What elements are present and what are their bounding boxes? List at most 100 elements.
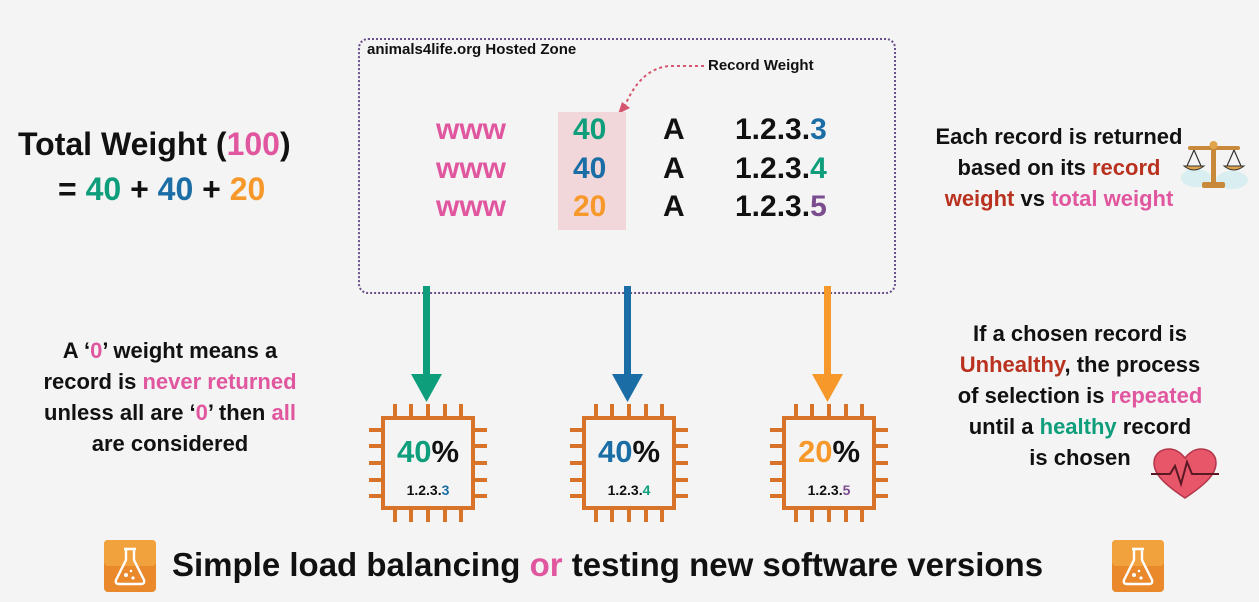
chip-ip-last: 4 — [642, 482, 651, 498]
beaker-icon — [104, 540, 156, 592]
text-span: total weight — [1051, 186, 1174, 211]
chip-percent-sign: % — [632, 434, 661, 469]
heart-monitor-icon — [1151, 448, 1219, 499]
text-span: ’ weight means a — [102, 338, 278, 363]
text-line: unless all are ‘0’ then all — [0, 397, 340, 428]
record-weight: 20 — [573, 190, 607, 223]
chip-percent-sign: % — [832, 434, 861, 469]
text-span: all — [271, 400, 296, 425]
text-line: of selection is repeated — [930, 380, 1230, 411]
text-line: weight vs total weight — [904, 183, 1214, 214]
text-span: 0 — [90, 338, 103, 363]
text-span: or — [529, 546, 563, 583]
text-span: A ‘ — [62, 338, 91, 363]
text-span: record — [1092, 155, 1161, 180]
chip-icon — [369, 404, 487, 522]
text-span: Unhealthy — [959, 352, 1065, 377]
record-ip: 1.2.3.3 — [735, 112, 827, 148]
chip-ip: 1.2.3.3 — [378, 482, 478, 498]
text-line: until a healthy record — [930, 411, 1230, 442]
record-ip: 1.2.3.4 — [735, 151, 827, 187]
record-return-explanation: Each record is returned based on its rec… — [904, 121, 1214, 214]
chip-ip-prefix: 1.2.3. — [607, 482, 643, 498]
chip-percent-value: 40 — [597, 434, 633, 469]
use-case-caption: Simple load balancing or testing new sof… — [172, 546, 1043, 584]
chip-percent: 40% — [378, 434, 478, 470]
weight-term-1: 40 — [85, 171, 122, 207]
record-ip-prefix: 1.2.3. — [735, 113, 811, 146]
unhealthy-record-explanation: If a chosen record is Unhealthy, the pro… — [930, 318, 1230, 473]
eq-sign: = — [58, 171, 86, 207]
chip-icon — [770, 404, 888, 522]
text-span: never returned — [142, 369, 297, 394]
total-weight-close: ) — [279, 126, 291, 162]
text-span: vs — [1014, 186, 1052, 211]
arrow-green — [411, 286, 442, 402]
text-line: record is never returned — [0, 366, 340, 397]
text-line: Each record is returned — [935, 124, 1183, 149]
text-span: weight — [944, 186, 1015, 211]
total-weight-heading: Total Weight (100) — [18, 126, 291, 163]
record-type: A — [663, 152, 685, 185]
record-ip-last: 3 — [810, 113, 827, 146]
beaker-icon — [1112, 540, 1164, 592]
record-type: A — [663, 113, 685, 146]
record-type: A — [663, 190, 685, 223]
chip-percent-sign: % — [431, 434, 460, 469]
instance-chip: 20% 1.2.3.5 — [770, 404, 888, 527]
record-ip-prefix: 1.2.3. — [735, 190, 811, 223]
text-span: healthy — [1039, 414, 1117, 439]
chip-ip-prefix: 1.2.3. — [406, 482, 442, 498]
weight-term-2: 40 — [157, 171, 194, 207]
record-ip-prefix: 1.2.3. — [735, 152, 811, 185]
record-weight-label: Record Weight — [708, 57, 814, 74]
instance-chip: 40% 1.2.3.3 — [369, 404, 487, 527]
total-weight-value: 100 — [226, 126, 280, 162]
chip-icon — [570, 404, 688, 522]
chip-percent-value: 20 — [797, 434, 833, 469]
text-span: record is — [43, 369, 143, 394]
record-name: www — [436, 113, 507, 146]
instance-chip: 40% 1.2.3.4 — [570, 404, 688, 527]
chip-percent: 20% — [779, 434, 879, 470]
record-weight: 40 — [573, 113, 607, 146]
chip-ip-last: 3 — [441, 482, 450, 498]
chip-ip-last: 5 — [842, 482, 851, 498]
record-weight-arrow — [618, 65, 704, 114]
total-weight-equation: = 40 + 40 + 20 — [58, 171, 265, 208]
text-span: based on its — [957, 155, 1092, 180]
text-span: until a — [968, 414, 1040, 439]
text-span: 0 — [195, 400, 208, 425]
record-name: www — [436, 190, 507, 223]
plus-sign: + — [193, 171, 230, 207]
text-line: A ‘0’ weight means a — [0, 335, 340, 366]
text-line: are considered — [91, 431, 249, 456]
hosted-zone-title: animals4life.org Hosted Zone — [367, 41, 577, 58]
record-ip-last: 5 — [810, 190, 827, 223]
text-span: record — [1116, 414, 1192, 439]
text-span: testing new software versions — [562, 546, 1044, 583]
record-ip-last: 4 — [810, 152, 827, 185]
weight-term-3: 20 — [229, 171, 266, 207]
plus-sign: + — [121, 171, 158, 207]
text-span: ’ then — [207, 400, 272, 425]
text-line: If a chosen record is — [973, 321, 1187, 346]
record-ip: 1.2.3.5 — [735, 189, 827, 225]
text-span: of selection is — [957, 383, 1111, 408]
chip-ip: 1.2.3.4 — [579, 482, 679, 498]
total-weight-label: Total Weight ( — [18, 126, 227, 162]
record-name: www — [436, 152, 507, 185]
arrow-orange — [812, 286, 843, 402]
chip-percent-value: 40 — [396, 434, 432, 469]
text-span: Simple load balancing — [172, 546, 530, 583]
scales-icon — [1181, 141, 1248, 189]
text-span: repeated — [1110, 383, 1203, 408]
zero-weight-explanation: A ‘0’ weight means a record is never ret… — [0, 335, 340, 459]
chip-ip-prefix: 1.2.3. — [807, 482, 843, 498]
text-line: is chosen — [1029, 445, 1131, 470]
arrow-blue — [612, 286, 643, 402]
weight-column-highlight — [558, 112, 626, 230]
chip-ip: 1.2.3.5 — [779, 482, 879, 498]
text-line: based on its record — [904, 152, 1214, 183]
text-span: , the process — [1064, 352, 1201, 377]
